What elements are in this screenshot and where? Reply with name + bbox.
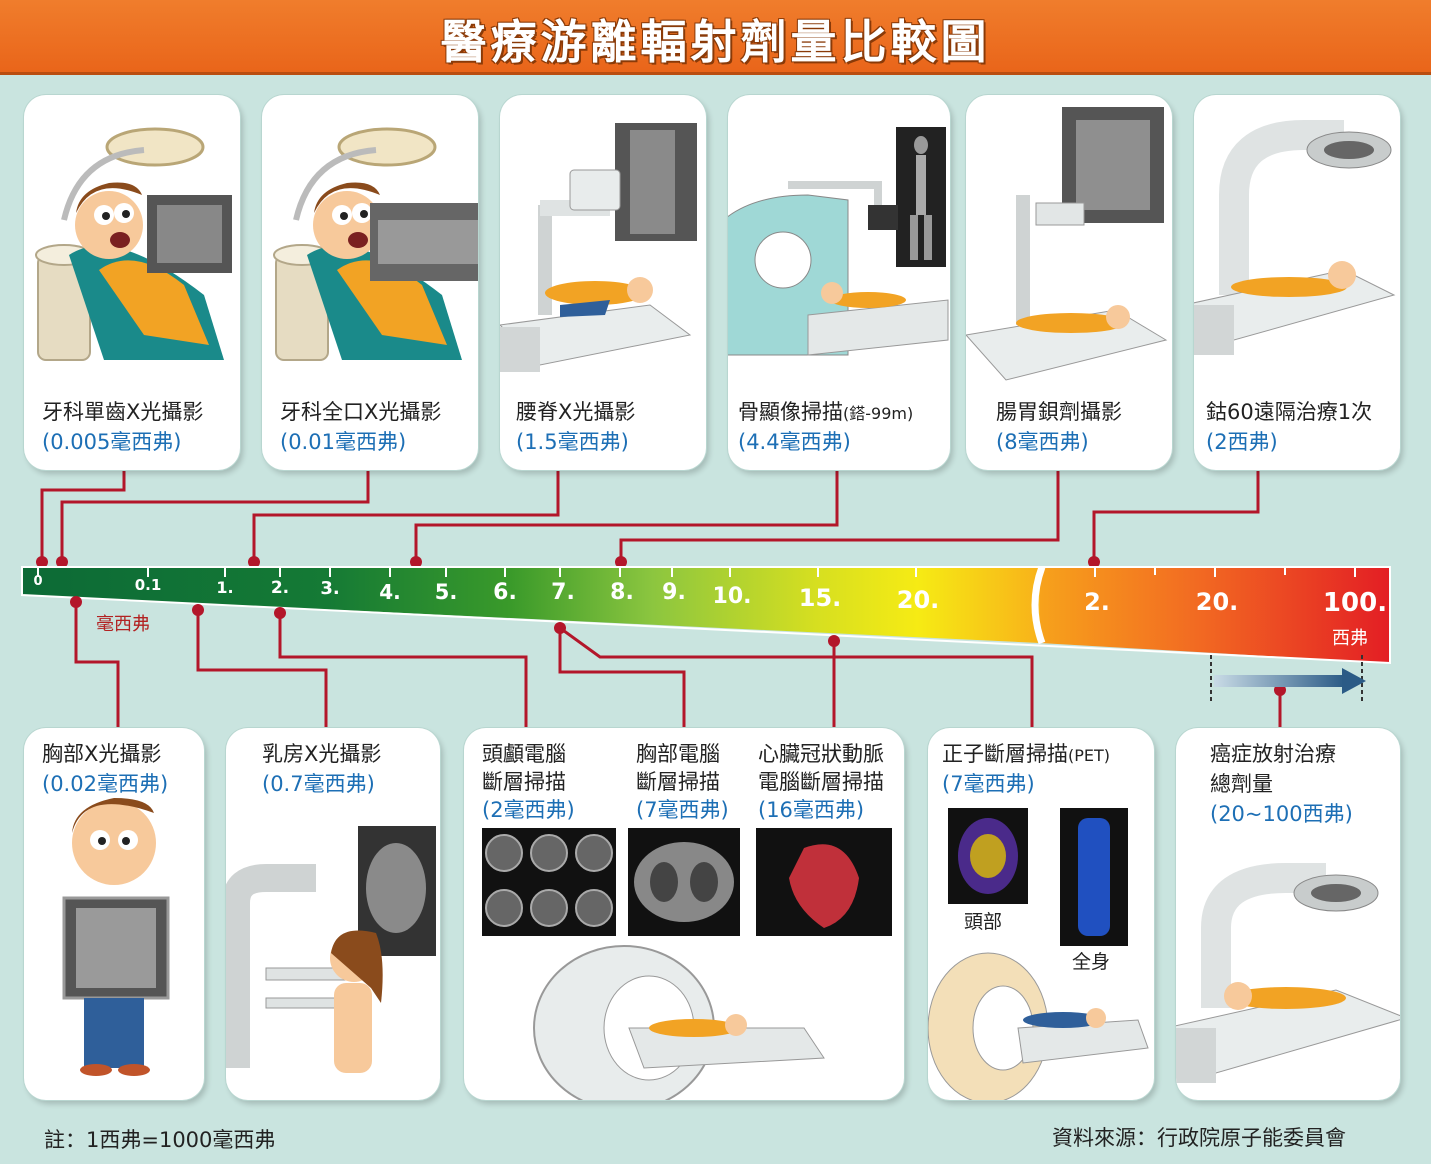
card-dental-full: 牙科全口X光攝影 (0.01毫西弗) <box>262 95 478 470</box>
card-dose: (0.01毫西弗) <box>280 430 407 454</box>
card-title: 腰脊X光攝影 <box>516 400 636 424</box>
source-credit: 資料來源：行政院原子能委員會 <box>1052 1126 1346 1150</box>
card-title: 腸胃鋇劑攝影 <box>996 400 1122 424</box>
footnote: 註：1西弗=1000毫西弗 <box>44 1128 276 1152</box>
card-chest-xray: 胸部X光攝影 (0.02毫西弗) <box>24 728 204 1100</box>
scale-bar-sv <box>1040 567 1390 663</box>
card-title: 正子斷層掃描(PET) <box>942 742 1111 766</box>
tick-label: 100. <box>1322 588 1388 618</box>
tick-label: 20. <box>1195 588 1239 616</box>
card-cobalt: 鈷60遠隔治療1次 (2西弗) <box>1194 95 1400 470</box>
xray-table-illustration <box>500 123 697 372</box>
tick-label: 2. <box>270 578 290 598</box>
pet-body-label: 全身 <box>1072 951 1111 973</box>
card-title: 頭顱電腦 <box>482 742 566 766</box>
ct-scanner-illustration <box>482 828 892 1100</box>
header-bar: 醫療游離輻射劑量比較圖 <box>0 0 1431 75</box>
card-ct-group: 頭顱電腦 斷層掃描 (2毫西弗) 胸部電腦 斷層掃描 (7毫西弗) 心臟冠狀動脈… <box>464 728 904 1100</box>
tick-label: 10. <box>712 584 752 609</box>
tick-label: 9. <box>662 580 686 605</box>
scale-break <box>1031 565 1046 645</box>
card-title: 斷層掃描 <box>482 770 566 794</box>
card-title: 胸部X光攝影 <box>42 742 162 766</box>
tick-label: 7. <box>551 580 575 605</box>
card-dose: (0.005毫西弗) <box>42 430 182 454</box>
card-mammography: 乳房X光攝影 (0.7毫西弗) <box>226 728 440 1100</box>
card-title: 牙科全口X光攝影 <box>280 400 442 424</box>
card-dose: (2毫西弗) <box>482 798 575 822</box>
tick-label: 15. <box>798 584 842 612</box>
tick-label: 1. <box>216 578 234 597</box>
card-title: 胸部電腦 <box>636 742 720 766</box>
card-dose: (4.4毫西弗) <box>738 430 851 454</box>
card-dose: (0.02毫西弗) <box>42 772 169 796</box>
card-dose: (7毫西弗) <box>942 772 1035 796</box>
tick-label: 3. <box>320 578 340 599</box>
card-title: 斷層掃描 <box>636 770 720 794</box>
tick-label: 8. <box>610 580 634 605</box>
pet-head-label: 頭部 <box>964 911 1003 933</box>
tick-label: 5. <box>434 580 458 604</box>
tick-label: 20. <box>896 586 940 614</box>
tick-label: 0.1 <box>134 576 162 594</box>
card-title: 乳房X光攝影 <box>262 742 382 766</box>
card-title: 電腦斷層掃描 <box>758 770 884 794</box>
range-arrow <box>1210 655 1366 702</box>
card-dose: (20~100西弗) <box>1210 802 1353 826</box>
tick-label: 0 <box>33 574 43 589</box>
card-dose: (2西弗) <box>1206 430 1278 454</box>
barium-xray-illustration <box>966 107 1168 381</box>
card-radiotherapy: 癌症放射治療 總劑量 (20~100西弗) <box>1176 728 1400 1100</box>
card-title: 鈷60遠隔治療1次 <box>1206 400 1373 424</box>
card-title: 癌症放射治療 <box>1210 742 1336 766</box>
tick-label: 6. <box>493 580 517 605</box>
card-title: 總劑量 <box>1210 772 1273 796</box>
card-title-sub: (鎝-99m) <box>843 404 914 423</box>
cobalt-therapy-illustration <box>1194 120 1396 355</box>
pet-scanner-illustration <box>928 808 1149 1100</box>
card-dose: (0.7毫西弗) <box>262 772 375 796</box>
bottom-connectors <box>74 602 1282 728</box>
card-dose: (1.5毫西弗) <box>516 430 629 454</box>
card-dental-single: 牙科單齒X光攝影 (0.005毫西弗) <box>24 95 240 470</box>
card-title: 骨顯像掃描(鎝-99m) <box>738 400 914 424</box>
card-barium: 腸胃鋇劑攝影 (8毫西弗) <box>966 95 1172 470</box>
tick-label: 4. <box>379 580 401 604</box>
dental-patient-illustration <box>35 127 232 361</box>
card-title-sub: (PET) <box>1068 746 1111 765</box>
tick-label: 2. <box>1084 588 1110 616</box>
card-dose: (16毫西弗) <box>758 798 865 822</box>
page-title: 醫療游離輻射劑量比較圖 <box>440 15 991 69</box>
radiotherapy-illustration <box>1176 863 1400 1083</box>
chest-xray-illustration <box>62 798 170 1076</box>
top-connector-dots <box>36 556 1100 568</box>
unit-sv: 西弗 <box>1332 628 1368 649</box>
unit-msv: 毫西弗 <box>96 614 150 635</box>
card-title: 牙科單齒X光攝影 <box>42 400 204 424</box>
card-title: 心臟冠狀動脈 <box>758 742 884 766</box>
dental-patient-illustration <box>273 127 478 361</box>
card-pet: 正子斷層掃描(PET) (7毫西弗) 頭部 全身 <box>928 728 1154 1100</box>
bone-scan-illustration <box>728 127 949 356</box>
card-dose: (8毫西弗) <box>996 430 1089 454</box>
mammography-illustration <box>226 826 436 1073</box>
card-dose: (7毫西弗) <box>636 798 729 822</box>
card-bone-scan: 骨顯像掃描(鎝-99m) (4.4毫西弗) <box>728 95 950 470</box>
bottom-connector-dots <box>70 596 1286 696</box>
scale-ticks <box>37 567 1356 577</box>
scale-bar-msv <box>22 567 1040 643</box>
top-connectors <box>40 470 1260 562</box>
card-lumbar: 腰脊X光攝影 (1.5毫西弗) <box>500 95 706 470</box>
